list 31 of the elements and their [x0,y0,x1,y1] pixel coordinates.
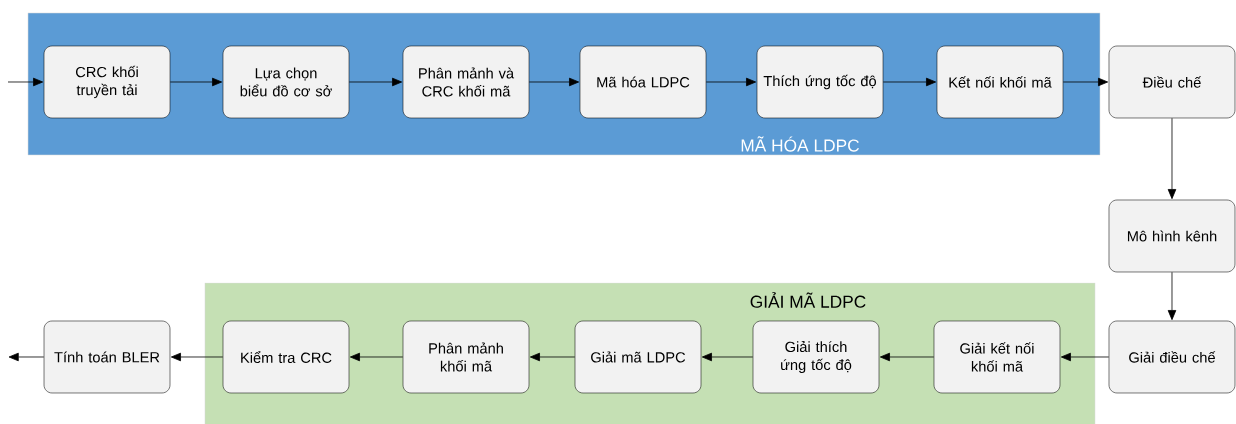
arrow [1062,77,1109,87]
process-box: CRC khối truyền tải [43,45,171,119]
arrow [1167,271,1177,321]
process-box: Giải mã LDPC [574,320,702,394]
process-box: Kiểm tra CRC [222,320,350,394]
process-box: Mô hình kênh [1108,199,1236,273]
process-box: Phân mảnh và CRC khối mã [402,45,530,119]
arrow [7,77,44,87]
arrow [348,77,403,87]
process-box: Giải kết nối khối mã [933,320,1061,394]
process-box: Giải thích ứng tốc độ [752,320,880,394]
arrow [1060,352,1110,362]
arrow [528,77,580,87]
process-box: Thích ứng tốc độ [756,45,884,119]
process-box: Kết nối khối mã [936,45,1064,119]
process-box: Giải điều chế [1108,320,1236,394]
arrow [170,352,224,362]
arrow [349,352,404,362]
arrow [879,352,935,362]
arrow [1167,117,1177,200]
process-box: Mã hóa LDPC [579,45,707,119]
arrow [705,77,757,87]
arrow [882,77,937,87]
arrow [8,352,45,362]
arrow [169,77,223,87]
process-box: Tính toán BLER [43,320,171,394]
process-box: Phân mảnh khối mã [402,320,530,394]
arrow [701,352,754,362]
process-box: Điều chế [1108,45,1236,119]
process-box: Lựa chọn biểu đồ cơ sở [222,45,350,119]
arrow [529,352,576,362]
